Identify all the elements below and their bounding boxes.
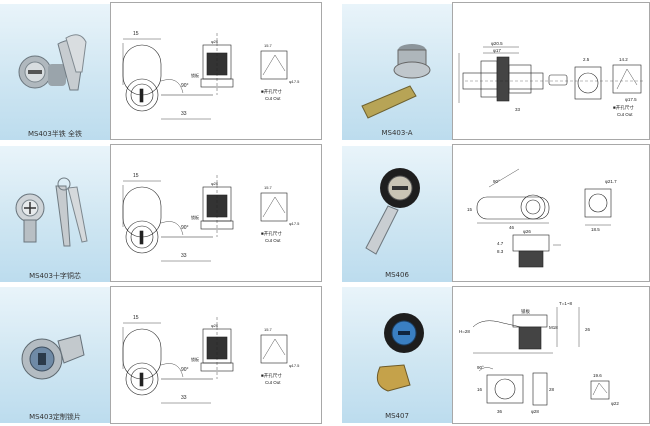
cutout-label-cn: ■开孔尺寸 [261,230,282,237]
dim-angle: 90° [181,367,189,373]
product-photo-ms403-a: MS403-A [342,4,452,140]
dim-15: 15 [467,207,473,212]
lock-image [365,168,420,255]
product-model-label: MS403-A [381,129,413,137]
drawing-ms403-3: 15 90° 33 锁板 φ26 15.7 φ17.5 ■开孔尺寸 Cut Ou… [110,286,322,424]
dim-36: 36 [497,409,503,414]
dim-phi17-5: φ17.5 [625,97,637,102]
product-model-label: MS406 [385,271,409,279]
dim-phi26: φ26 [523,229,531,234]
dim-h28: H=28 [459,329,470,334]
drawing-ms407: H=28 T=1~8 M18 26 锁板 90° 36 16 28 φ28 19… [452,286,650,424]
drawing-ms403-2: 15 90° 33 锁板 φ26 15.7 φ17.5 ■开孔尺寸 Cut Ou… [110,144,322,282]
product-photo-ms406: MS406 [342,146,452,282]
dim-15: 15 [133,31,139,37]
dim-18-5: 18.5 [591,227,600,232]
product-model-label: MS403半铁 全铁 [27,130,83,138]
dim-14-2: 14.2 [619,57,628,62]
lock-key-image [18,34,87,91]
dim-2-5: 2.5 [583,57,590,62]
cutout-label-en: Cut Out [617,112,633,117]
dim-19-6: 19.6 [593,373,602,378]
dim-phi22: φ22 [611,401,619,406]
dim-angle: 90° [493,179,500,184]
dim-33: 33 [181,111,187,117]
lock-image [376,313,424,392]
dim-m18: M18 [549,325,558,330]
dim-15-7: 15.7 [264,43,273,48]
dim-phi26: φ26 [211,323,219,328]
technical-drawing [122,33,288,120]
dim-33: 33 [181,253,187,259]
label-lockplate: 锁板 [191,214,199,220]
dim-phi17-5: φ17.5 [289,79,300,84]
dim-angle: 90° [477,365,484,370]
dim-33: 33 [515,107,521,112]
product-photo-ms403-cross: MS403十字铜芯 [0,146,110,282]
label-lockplate: 锁板 [191,72,199,78]
cutout-label-en: Cut Out [265,238,281,243]
cutout-label-cn: ■开孔尺寸 [261,88,282,95]
lock-image [361,44,431,119]
dim-phi26: φ26 [211,181,219,186]
dim-15: 15 [133,315,139,321]
technical-drawing [472,307,610,406]
dim-15-7: 15.7 [264,327,273,332]
technical-drawing [122,317,288,404]
dim-28: 28 [549,387,555,392]
dim-phi21-7: φ21.7 [605,179,617,184]
product-photo-ms407: MS407 [342,287,452,423]
product-photo-ms403-half-iron: MS403半铁 全铁 [0,4,110,140]
dim-phi17: φ17 [493,48,501,53]
dim-phi28: φ28 [531,409,539,414]
dim-phi26: φ26 [211,39,219,44]
dim-angle: 90° [181,225,189,231]
product-model-label: MS407 [385,412,409,420]
dim-15-7: 15.7 [264,185,273,190]
cutout-label-cn: ■开孔尺寸 [261,372,282,379]
dim-8-3: 8.3 [497,249,504,254]
cutout-label-en: Cut Out [265,96,281,101]
label-lockplate: 锁板 [521,308,530,315]
product-model-label: MS403定制锁片 [29,413,81,421]
drawing-ms403-1: 15 90° 33 锁板 φ26 15.7 φ17.5 ■开孔尺寸 Cut Ou… [110,2,322,140]
dim-33: 33 [181,395,187,401]
dim-4-7: 4.7 [497,241,504,246]
lock-key-image [15,177,88,247]
dim-phi17-5: φ17.5 [289,221,300,226]
lock-image [21,334,85,380]
label-lockplate: 锁板 [191,356,199,362]
dim-phi17-5: φ17.5 [289,363,300,368]
product-model-label: MS403十字铜芯 [29,272,81,280]
product-photo-ms403-custom: MS403定制锁片 [0,287,110,423]
dim-t1to8: T=1~8 [559,301,573,306]
technical-drawing [476,168,612,268]
dim-26: 26 [585,327,591,332]
technical-drawing [122,175,288,262]
dim-46: 46 [509,225,515,230]
dim-15: 15 [133,173,139,179]
cutout-label-cn: ■开孔尺寸 [613,104,634,111]
dim-angle: 90° [181,83,189,89]
drawing-ms403-a: φ20.5 φ17 14.2 2.5 33 φ17.5 ■开孔尺寸 Cut Ou… [452,2,650,140]
dim-16: 16 [477,387,483,392]
technical-drawing [458,46,645,103]
dim-phi20-5: φ20.5 [491,41,503,46]
cutout-label-en: Cut Out [265,380,281,385]
drawing-ms406: 90° 15 46 φ21.7 18.5 φ26 4.7 8.3 [452,144,650,282]
